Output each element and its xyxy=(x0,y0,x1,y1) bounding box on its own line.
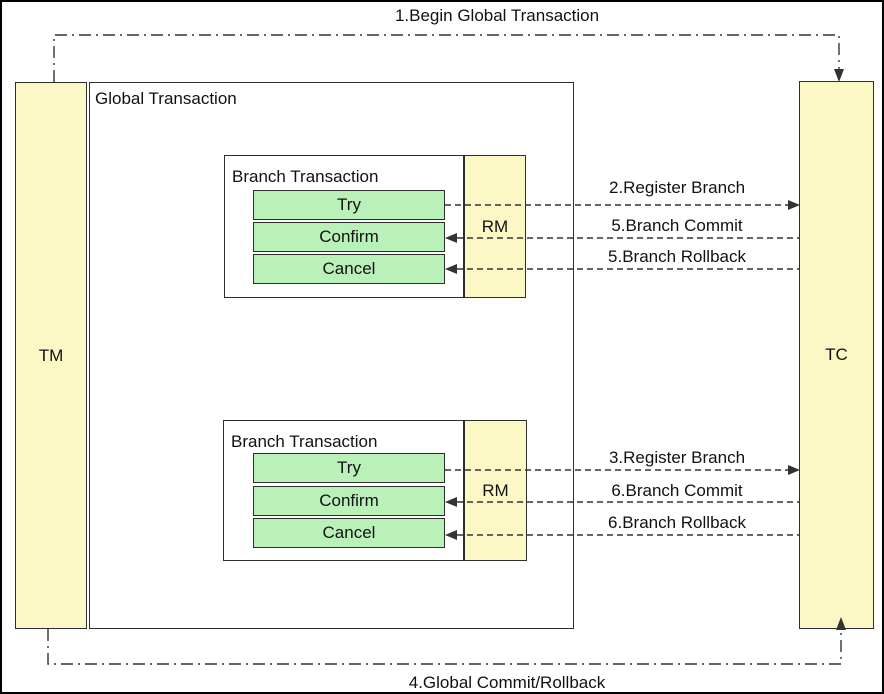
branch-rollback-label-2: 6.Branch Rollback xyxy=(608,513,746,532)
global-transaction-title: Global Transaction xyxy=(95,89,237,108)
rm-label-2: RM xyxy=(482,480,509,500)
cancel-row-2: Cancel xyxy=(253,518,445,548)
tm-box: TM xyxy=(15,82,87,629)
tc-label: TC xyxy=(825,345,848,364)
tc-box: TC xyxy=(799,81,874,629)
branch-commit-label-2: 6.Branch Commit xyxy=(611,481,743,500)
branch-transaction-title-1: Branch Transaction xyxy=(232,167,379,186)
begin-global-transaction-label: 1.Begin Global Transaction xyxy=(394,6,600,25)
confirm-label-2: Confirm xyxy=(319,491,379,510)
rm-box-1: RM xyxy=(464,155,526,298)
register-branch-label-2: 3.Register Branch xyxy=(608,448,746,467)
confirm-row-2: Confirm xyxy=(253,486,445,516)
register-branch-label-1: 2.Register Branch xyxy=(608,178,746,197)
confirm-row-1: Confirm xyxy=(253,222,445,252)
branch-transaction-title-2: Branch Transaction xyxy=(231,432,378,451)
confirm-label-1: Confirm xyxy=(319,227,379,246)
cancel-row-1: Cancel xyxy=(253,254,445,284)
cancel-label-1: Cancel xyxy=(322,259,376,278)
global-commit-rollback-line xyxy=(47,629,842,665)
branch-commit-label-1: 5.Branch Commit xyxy=(611,216,743,235)
try-row-2: Try xyxy=(253,453,445,483)
try-label-1: Try xyxy=(337,195,361,214)
branch-rollback-label-1: 5.Branch Rollback xyxy=(608,247,746,266)
cancel-label-2: Cancel xyxy=(322,523,376,542)
tm-label: TM xyxy=(38,345,64,365)
rm-box-2: RM xyxy=(464,420,527,561)
global-commit-rollback-label: 4.Global Commit/Rollback xyxy=(408,673,606,692)
try-row-1: Try xyxy=(253,190,445,220)
begin-global-transaction-line xyxy=(53,34,840,82)
rm-label-1: RM xyxy=(481,216,509,236)
try-label-2: Try xyxy=(337,458,361,477)
